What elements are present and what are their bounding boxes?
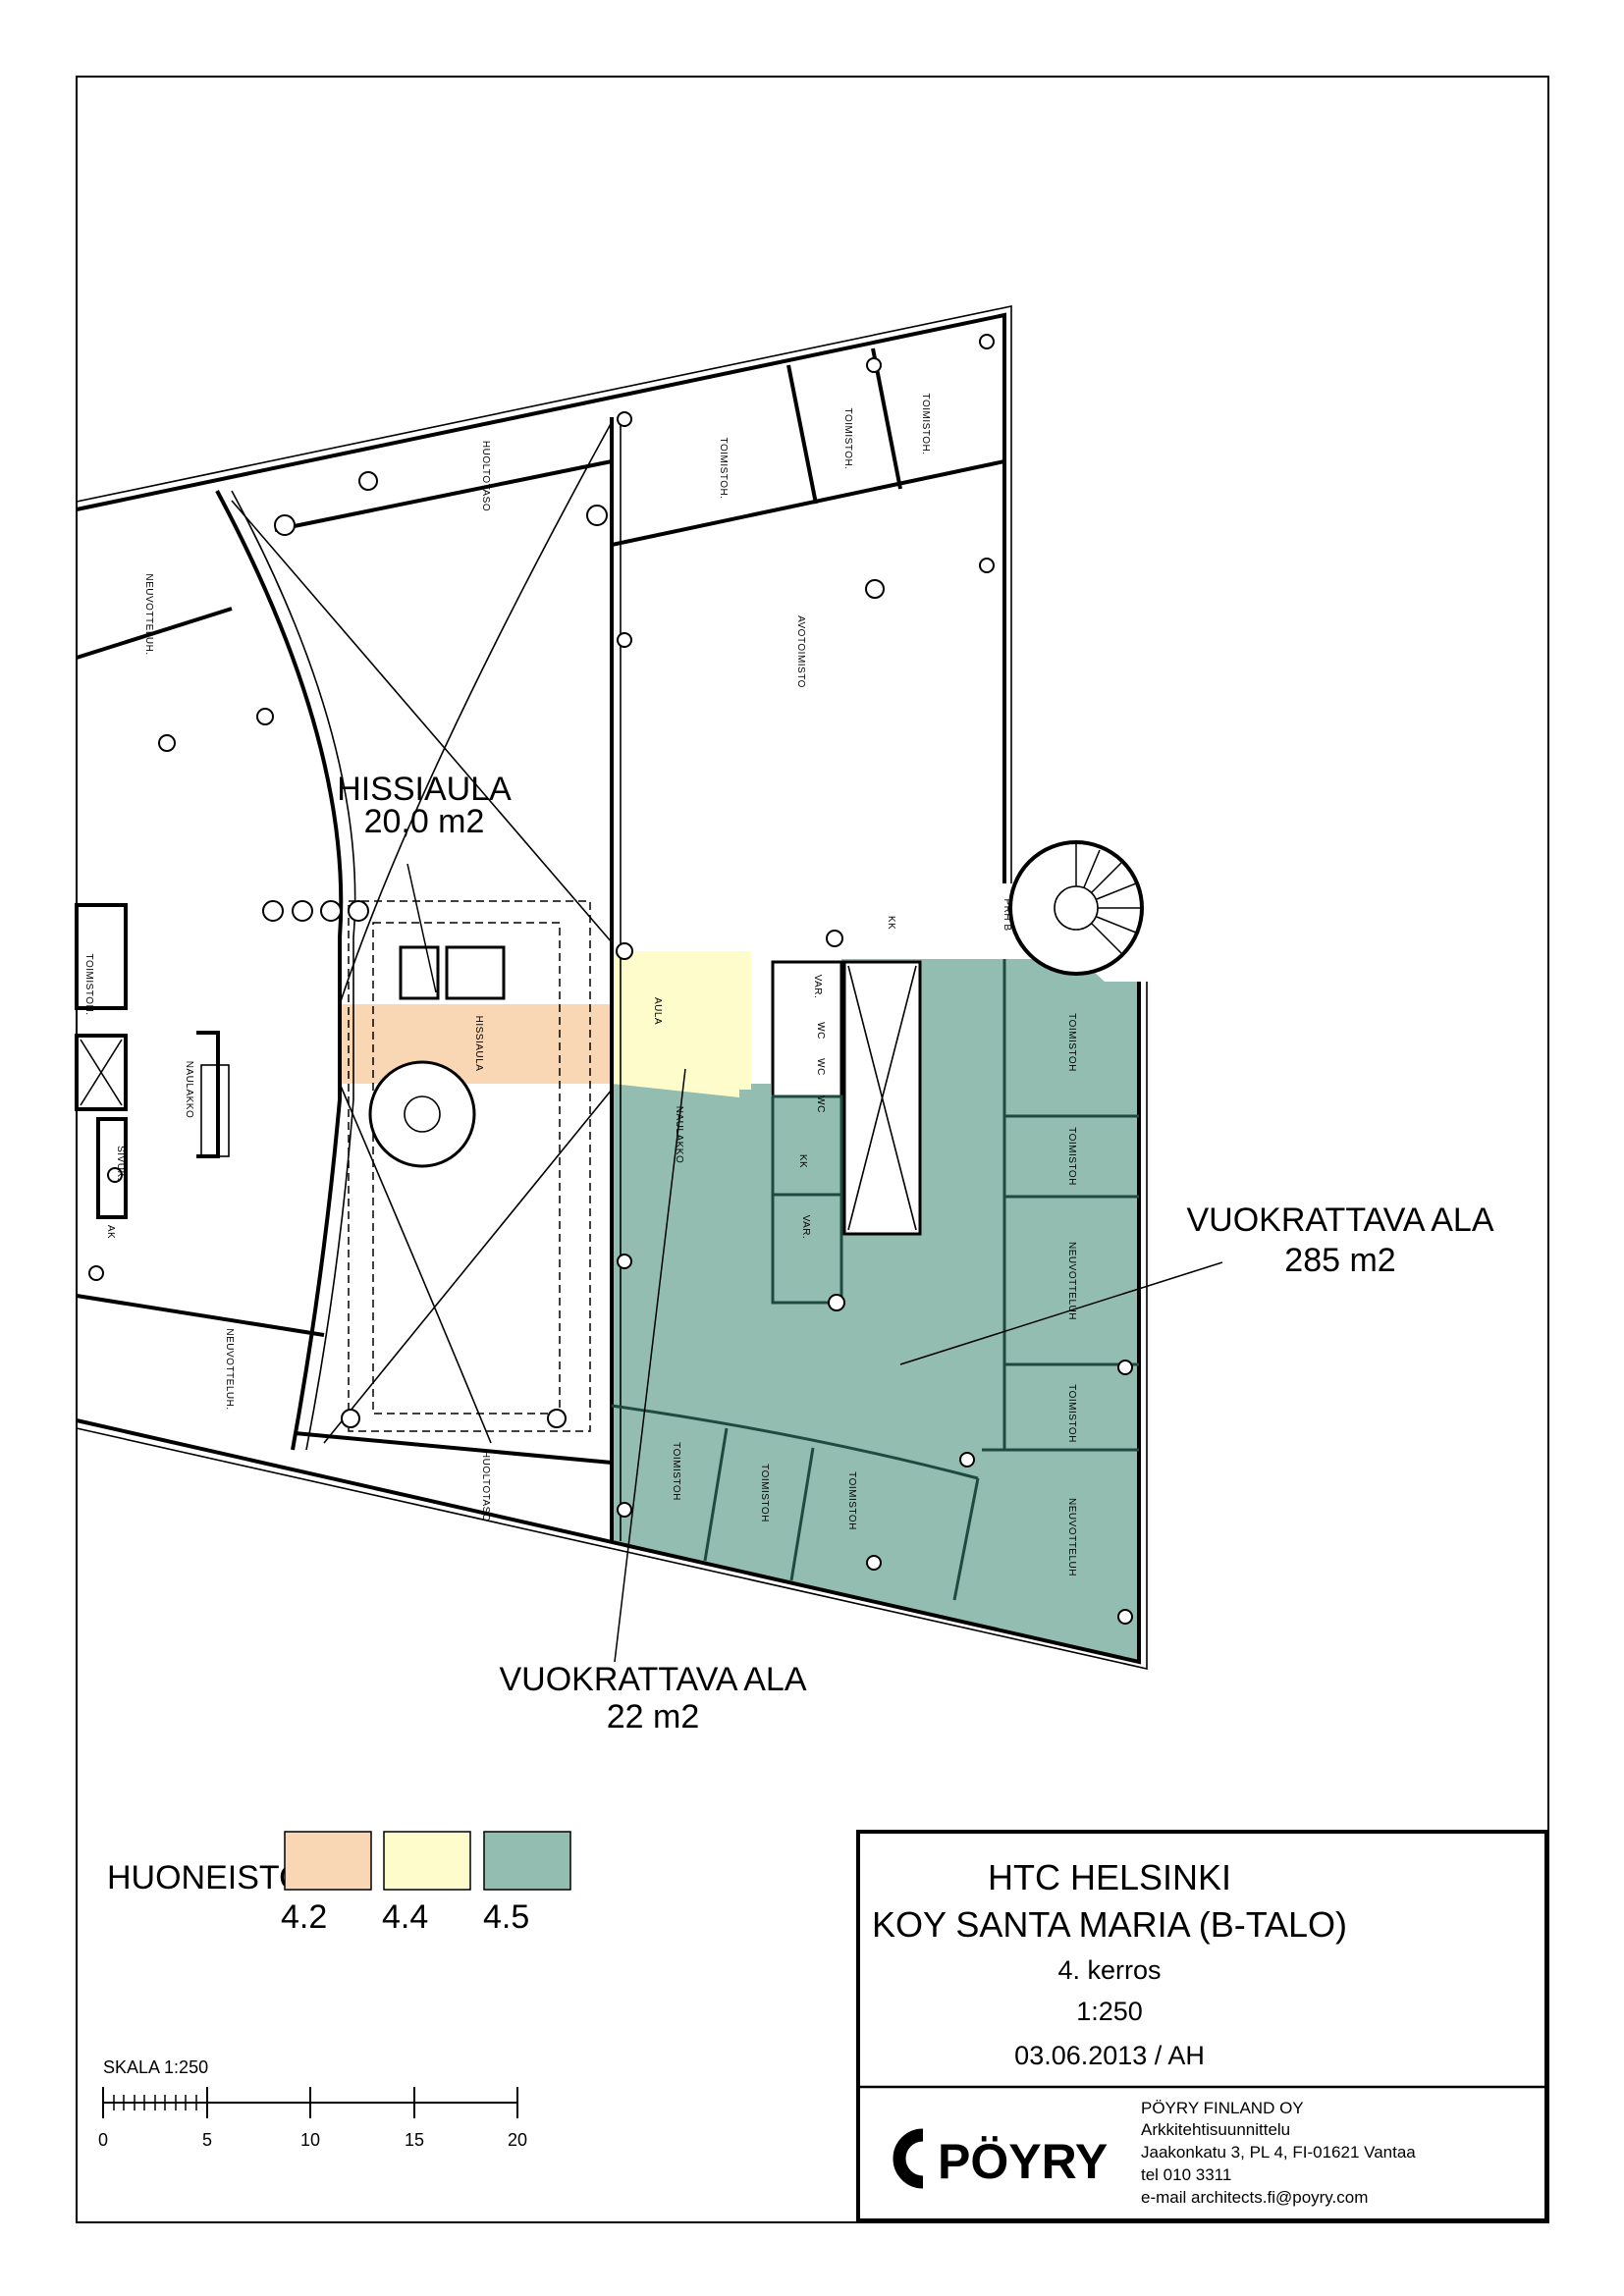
title-building: KOY SANTA MARIA (B-TALO) — [872, 1904, 1347, 1945]
legend-swatch-4-2 — [284, 1831, 372, 1891]
room-label: AULA — [652, 997, 663, 1025]
room-label: VAR. — [812, 975, 823, 999]
room-label: VAR. — [800, 1215, 811, 1240]
room-label: AVOTOIMISTO — [795, 615, 806, 688]
scale-tick-label: 20 — [508, 2130, 527, 2150]
title-block: HTC HELSINKI KOY SANTA MARIA (B-TALO) 4.… — [856, 1830, 1548, 2222]
room-label: HISSIAULA — [473, 1016, 484, 1072]
room-label: WC — [815, 1095, 826, 1113]
legend: HUONEISTOT: 4.2 4.4 4.5 — [107, 1831, 571, 1936]
legend-label-4-5: 4.5 — [483, 1898, 529, 1936]
scale-bar-title: SKALA 1:250 — [103, 2057, 208, 2077]
area-label-22-size: 22 m2 — [607, 1698, 700, 1735]
zone-4-4 — [612, 951, 751, 1097]
room-label: TOIMISTOH — [1066, 1013, 1077, 1072]
scale-tick-label: 5 — [202, 2130, 212, 2150]
room-label: TOIMISTOH — [759, 1464, 770, 1522]
logo-wordmark: PÖYRY — [938, 2134, 1108, 2189]
room-label: TOIMISTOH — [1066, 1384, 1077, 1443]
scale-bar: SKALA 1:250 0 5 10 15 20 — [98, 2057, 527, 2150]
room-label: TOIMISTOH. — [920, 394, 931, 455]
room-label: TOIMISTOH — [846, 1471, 857, 1530]
room-label: TOIMISTOH. — [83, 954, 94, 1016]
scale-tick-label: 10 — [300, 2130, 320, 2150]
room-label: KK — [797, 1154, 808, 1168]
title-floor: 4. kerros — [1057, 1955, 1161, 1985]
sheet-border — [76, 76, 1549, 2223]
legend-label-4-4: 4.4 — [382, 1898, 428, 1936]
room-label: WC — [815, 1058, 826, 1076]
room-label: KK — [886, 916, 896, 930]
room-label: NEUVOTTELUH. — [224, 1328, 235, 1410]
title-date-author: 03.06.2013 / AH — [1014, 2041, 1205, 2070]
room-label: TOIMISTOH — [671, 1442, 681, 1501]
ventilation-markers — [262, 471, 608, 1428]
area-label-285-size: 285 m2 — [1284, 1242, 1395, 1279]
legend-swatch-4-5 — [483, 1831, 571, 1891]
building-walls — [75, 305, 1148, 1670]
structural-columns — [88, 334, 1133, 1625]
room-label: NAULAKKO — [674, 1106, 684, 1163]
room-label: NEUVOTTELUH — [1066, 1498, 1077, 1576]
room-label: NEUVOTTELUH. — [143, 573, 154, 655]
legend-swatch-4-4 — [383, 1831, 471, 1891]
company-address: Jaakonkatu 3, PL 4, FI-01621 Vantaa — [1141, 2143, 1416, 2162]
leader-line-22 — [614, 1068, 686, 1663]
company-phone: tel 010 3311 — [1141, 2165, 1231, 2184]
room-label: NAULAKKO — [184, 1061, 194, 1118]
scale-tick-label: 15 — [405, 2130, 424, 2150]
title-project: HTC HELSINKI — [988, 1857, 1231, 1897]
area-label-22-name: VUOKRATTAVA ALA — [499, 1661, 806, 1698]
company-department: Arkkitehtisuunnittelu — [1141, 2120, 1290, 2139]
room-label: TOIMISTOH — [1066, 1127, 1077, 1186]
company-name: PÖYRY FINLAND OY — [1141, 2099, 1304, 2117]
room-label: NEUVOTTELUH — [1066, 1242, 1077, 1320]
room-label: SIVUK. — [115, 1146, 126, 1181]
area-label-hissiaula-name: HISSIAULA — [337, 771, 512, 808]
area-label-285-name: VUOKRATTAVA ALA — [1186, 1201, 1493, 1239]
legend-label-4-2: 4.2 — [281, 1898, 327, 1936]
company-email: e-mail architects.fi@poyry.com — [1141, 2188, 1368, 2207]
room-label: TOIMISTOH. — [842, 408, 853, 470]
room-label: HUOLTOTASO — [480, 1451, 491, 1522]
scale-tick-label: 0 — [98, 2130, 108, 2150]
leader-line-285 — [899, 1261, 1223, 1365]
room-label: TOIMISTOH. — [718, 438, 729, 500]
title-scale: 1:250 — [1076, 1997, 1143, 2026]
area-label-hissiaula-size: 20,0 m2 — [364, 803, 485, 840]
leader-line-hissiaula — [406, 863, 437, 993]
room-label: WC — [815, 1022, 826, 1040]
room-label: HUOLTOTASO — [480, 441, 491, 511]
zone-4-5 — [612, 959, 1139, 1662]
room-label: AK — [105, 1225, 116, 1239]
room-label: PRH B — [1001, 898, 1012, 931]
zone-4-2 — [340, 1004, 612, 1084]
room-labels: TOIMISTOH. TOIMISTOH. TOIMISTOH. AVOTOIM… — [83, 394, 1077, 1576]
poyry-logo: PÖYRY — [893, 2128, 1108, 2189]
